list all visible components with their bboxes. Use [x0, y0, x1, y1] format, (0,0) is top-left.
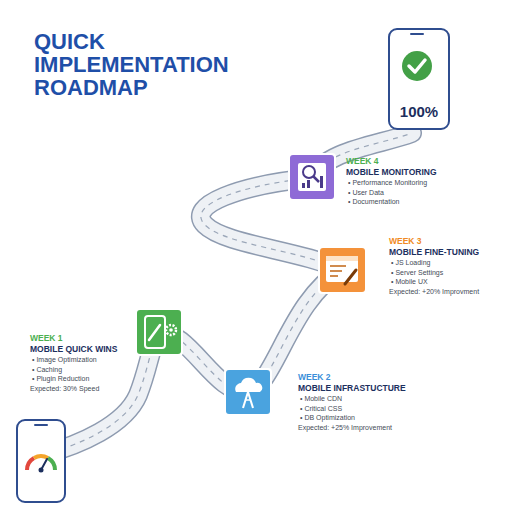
task-item: • Plugin Reduction	[30, 374, 138, 384]
week1-icon-part	[137, 310, 181, 354]
start-phone-part	[27, 458, 34, 470]
week4-icon-part	[298, 163, 326, 191]
week3-icon-part	[330, 275, 338, 277]
week3-icon-part	[330, 265, 346, 267]
phase-heading: MOBILE FINE-TUNING	[389, 247, 508, 258]
week4-icon-part	[313, 176, 319, 182]
task-item: Expected: +20% Improvment	[389, 287, 508, 297]
start-phone-part	[34, 424, 48, 426]
task-item: • Performance Monitoring	[346, 178, 490, 188]
week-label: WEEK 1	[30, 333, 138, 344]
task-item: • Server Settings	[389, 268, 508, 278]
diagram-title: QUICK IMPLEMENTATION ROADMAP	[34, 30, 249, 99]
week2-icon-part	[245, 399, 251, 401]
week2-icon-part	[235, 378, 262, 392]
task-item: • JS Loading	[389, 258, 508, 268]
phase-heading: MOBILE INFRASTUCTURE	[298, 383, 452, 394]
finish-phone-screen-part	[409, 60, 425, 72]
week4-icon-part	[302, 183, 305, 188]
week-card: WEEK 4MOBILE MONITORING• Performance Mon…	[346, 156, 490, 209]
task-item: • Caching	[30, 365, 138, 375]
week3-icon-part	[320, 248, 365, 292]
week1-icon-part	[135, 308, 183, 356]
week4-icon-part	[288, 153, 336, 201]
week1-icon-part	[169, 328, 173, 332]
week3-icon-part	[326, 256, 358, 261]
task-item: Expected: 30% Speed	[30, 384, 138, 394]
progress-value: 100%	[390, 103, 448, 120]
start-phone-part	[39, 468, 44, 473]
week2-icon-part	[226, 370, 270, 414]
week4-icon-part	[307, 180, 310, 188]
week1-icon-part	[145, 316, 165, 348]
week1-icon	[135, 308, 183, 356]
week2-icon	[224, 368, 272, 416]
week1-icon-part	[149, 325, 160, 340]
week3-icon-part	[326, 256, 358, 282]
week4-icon-part	[320, 176, 323, 188]
week-card: WEEK 1MOBILE QUICK WINS• Image Optimizat…	[30, 333, 138, 395]
task-item: • Documentation	[346, 197, 490, 207]
week3-icon-part	[345, 270, 356, 284]
week-label: WEEK 4	[346, 156, 490, 167]
task-item: Expected: +25% Improvement	[298, 423, 452, 433]
task-item: • User Data	[346, 188, 490, 198]
finish-phone: 100%	[388, 28, 450, 130]
week-label: WEEK 3	[389, 236, 508, 247]
start-phone-part	[17, 420, 65, 502]
finish-phone-screen-part	[402, 51, 432, 81]
start-phone-part	[48, 458, 55, 470]
task-item: • Mobile CDN	[298, 394, 452, 404]
finish-phone-screen-part	[410, 33, 424, 35]
week4-icon-part	[290, 155, 334, 199]
task-item: • Image Optimization	[30, 355, 138, 365]
week1-icon-part	[166, 325, 176, 335]
task-item: • Critical CSS	[298, 404, 452, 414]
week-card: WEEK 3MOBILE FINE-TUNING• JS Loading• Se…	[389, 236, 508, 298]
week-card: WEEK 2MOBILE INFRASTUCTURE• Mobile CDN• …	[298, 372, 452, 434]
task-item: • DB Optimization	[298, 413, 452, 423]
week3-icon-part	[318, 246, 367, 294]
start-phone-part	[34, 456, 48, 458]
week3-icon-part	[330, 270, 342, 272]
week2-icon-part	[224, 368, 272, 416]
week4-icon	[288, 153, 336, 201]
start-phone	[17, 420, 65, 502]
week-label: WEEK 2	[298, 372, 452, 383]
phase-heading: MOBILE QUICK WINS	[30, 344, 138, 355]
week3-icon	[318, 246, 367, 294]
task-item: • Mobile UX	[389, 277, 508, 287]
phase-heading: MOBILE MONITORING	[346, 167, 490, 178]
